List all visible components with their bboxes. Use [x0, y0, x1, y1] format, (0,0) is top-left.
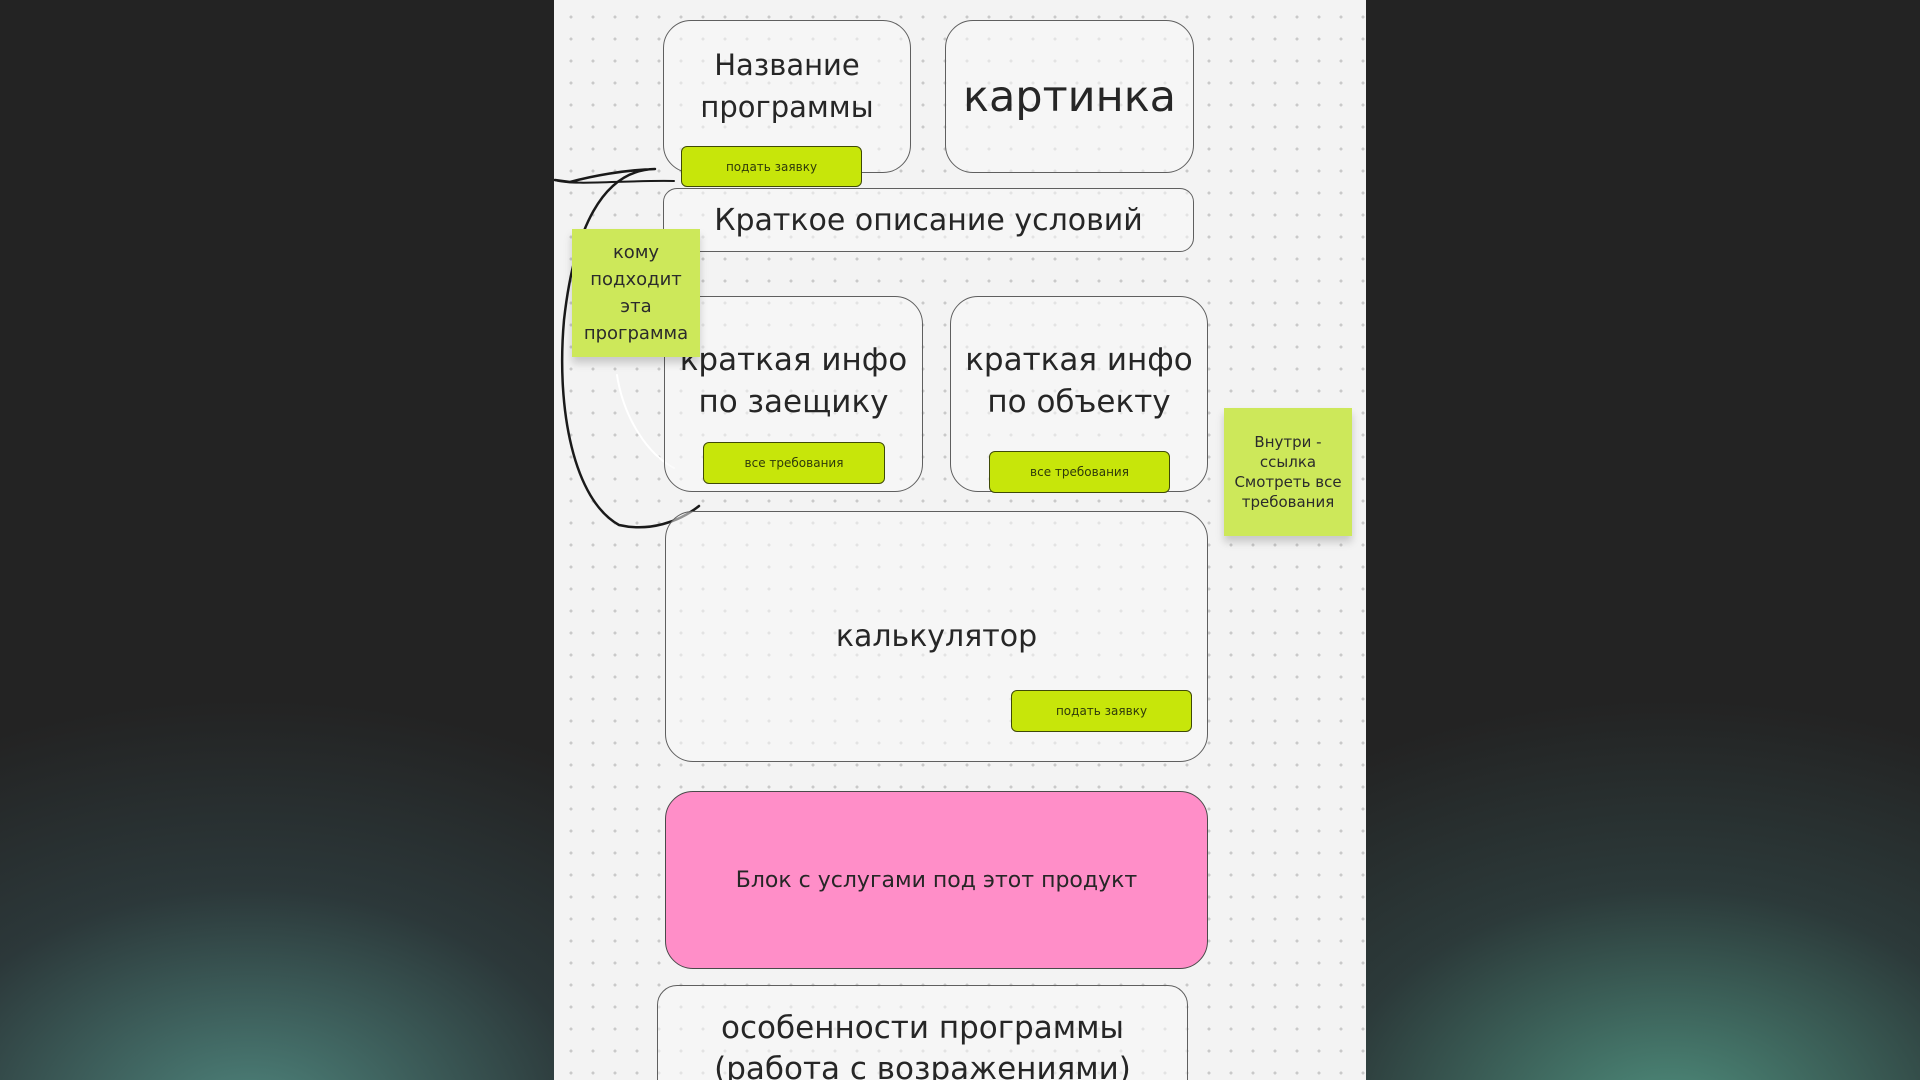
requirements-button-borrower[interactable]: все требования — [703, 442, 885, 484]
calculator-text: калькулятор — [835, 619, 1038, 654]
short-description-block[interactable]: Краткое описание условий — [663, 188, 1194, 252]
program-features-text: особенности программы (работа с возражен… — [714, 1010, 1131, 1080]
program-name-text: Название программы — [700, 47, 874, 124]
sticky-note-who-fits[interactable]: кому подходит эта программа — [572, 229, 700, 357]
short-description-text: Краткое описание условий — [714, 202, 1143, 238]
program-features-block[interactable]: особенности программы (работа с возражен… — [657, 985, 1188, 1080]
sticky-note-inside-link-text: Внутри - ссылка Смотреть все требования — [1234, 433, 1342, 511]
sticky-note-inside-link[interactable]: Внутри - ссылка Смотреть все требования — [1224, 408, 1352, 536]
sticky-note-who-fits-text: кому подходит эта программа — [583, 242, 689, 344]
object-info-text: краткая инфо по объекту — [965, 342, 1193, 420]
picture-placeholder-text: картинка — [962, 71, 1177, 122]
whiteboard-canvas[interactable]: Название программы подать заявку картинк… — [554, 0, 1366, 1080]
apply-button-top[interactable]: подать заявку — [681, 146, 862, 187]
requirements-button-object[interactable]: все требования — [989, 451, 1170, 493]
services-text: Блок с услугами под этот продукт — [735, 867, 1138, 893]
picture-block[interactable]: картинка — [945, 20, 1194, 173]
borrower-info-text: краткая инфо по заещику — [679, 342, 908, 420]
services-block[interactable]: Блок с услугами под этот продукт — [665, 791, 1208, 969]
apply-button-calculator[interactable]: подать заявку — [1011, 690, 1192, 732]
